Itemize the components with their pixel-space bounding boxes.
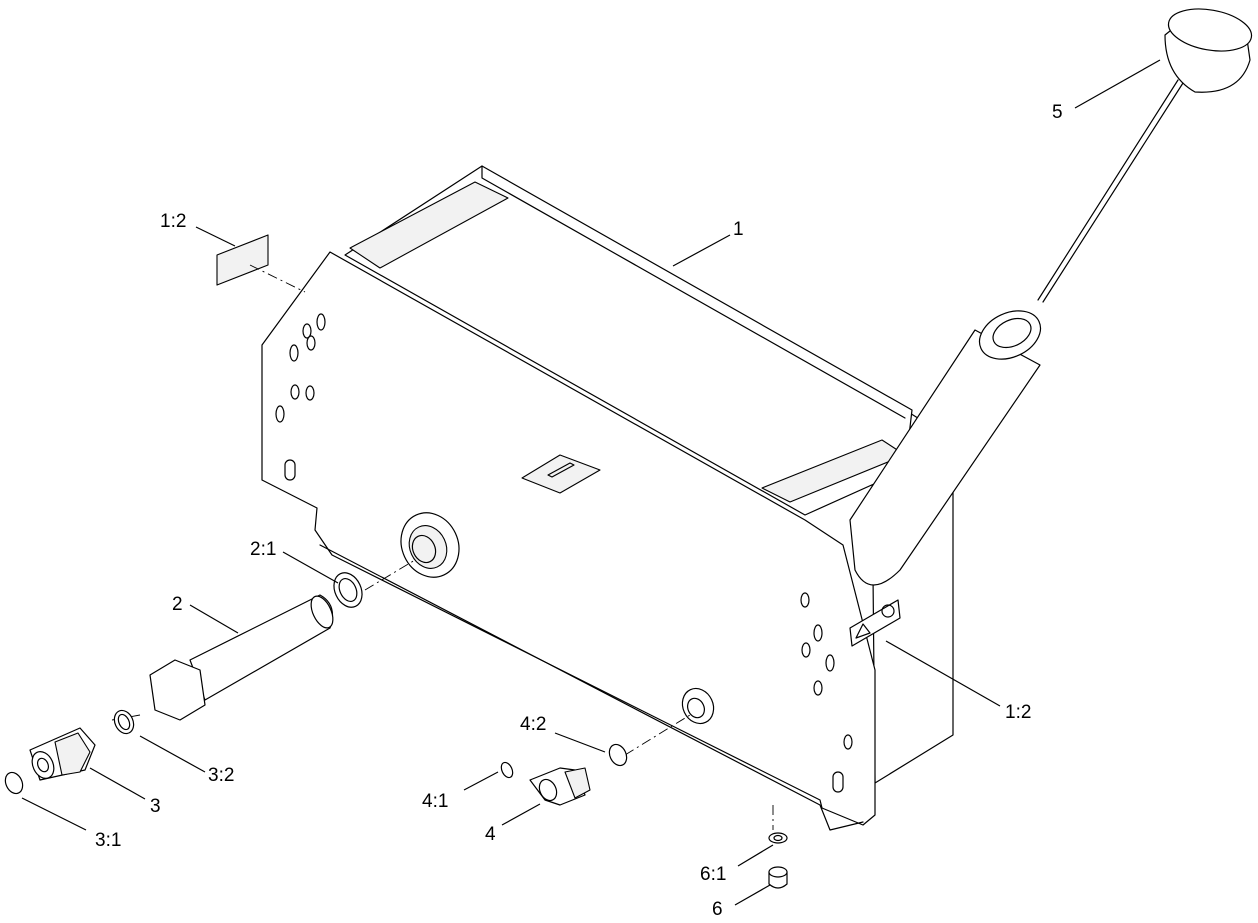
fitting-4 xyxy=(500,714,691,806)
callout-2-1: 2:1 xyxy=(250,539,276,560)
o-ring-3-2 xyxy=(113,709,135,735)
leader-lines xyxy=(21,59,1161,906)
o-ring-2-1 xyxy=(333,572,363,608)
callout-2: 2 xyxy=(172,594,183,615)
callout-1-2-top: 1:2 xyxy=(160,211,186,232)
nameplate xyxy=(521,454,601,494)
o-ring-4-2 xyxy=(608,743,628,767)
filler-tube xyxy=(849,329,1041,586)
fitting-3 xyxy=(29,727,96,781)
decal-blank xyxy=(216,234,269,286)
callout-6-1: 6:1 xyxy=(700,864,726,885)
callout-5: 5 xyxy=(1052,102,1063,123)
callout-labels: 5 1 1:2 1:2 2:1 2 3:2 3 3:1 4:2 4:1 4 6:… xyxy=(95,102,1063,920)
o-ring-4-1 xyxy=(500,761,514,779)
callout-6: 6 xyxy=(712,899,723,920)
top-pad-left xyxy=(349,181,509,269)
small-port xyxy=(681,687,715,725)
warning-triangle-icon xyxy=(855,623,871,639)
washer-6-1 xyxy=(768,832,788,844)
callout-4-2: 4:2 xyxy=(520,714,546,735)
tube-body xyxy=(189,594,333,701)
filler-neck xyxy=(849,310,1042,586)
callout-1: 1 xyxy=(733,219,744,240)
safety-symbol-icon xyxy=(881,604,895,618)
suction-tube xyxy=(111,559,416,721)
callout-1-2-right: 1:2 xyxy=(1005,702,1031,723)
callout-3: 3 xyxy=(150,796,161,817)
tank-body xyxy=(261,165,954,831)
callout-3-1: 3:1 xyxy=(95,830,121,851)
o-ring-3-1 xyxy=(4,771,24,795)
callout-3-2: 3:2 xyxy=(208,765,234,786)
tube-hex xyxy=(149,659,206,721)
drain-plug xyxy=(768,832,788,889)
callout-4-1: 4:1 xyxy=(422,791,448,812)
tank-front-plate xyxy=(261,251,876,826)
callout-4: 4 xyxy=(485,824,496,845)
dipstick xyxy=(1037,8,1253,303)
